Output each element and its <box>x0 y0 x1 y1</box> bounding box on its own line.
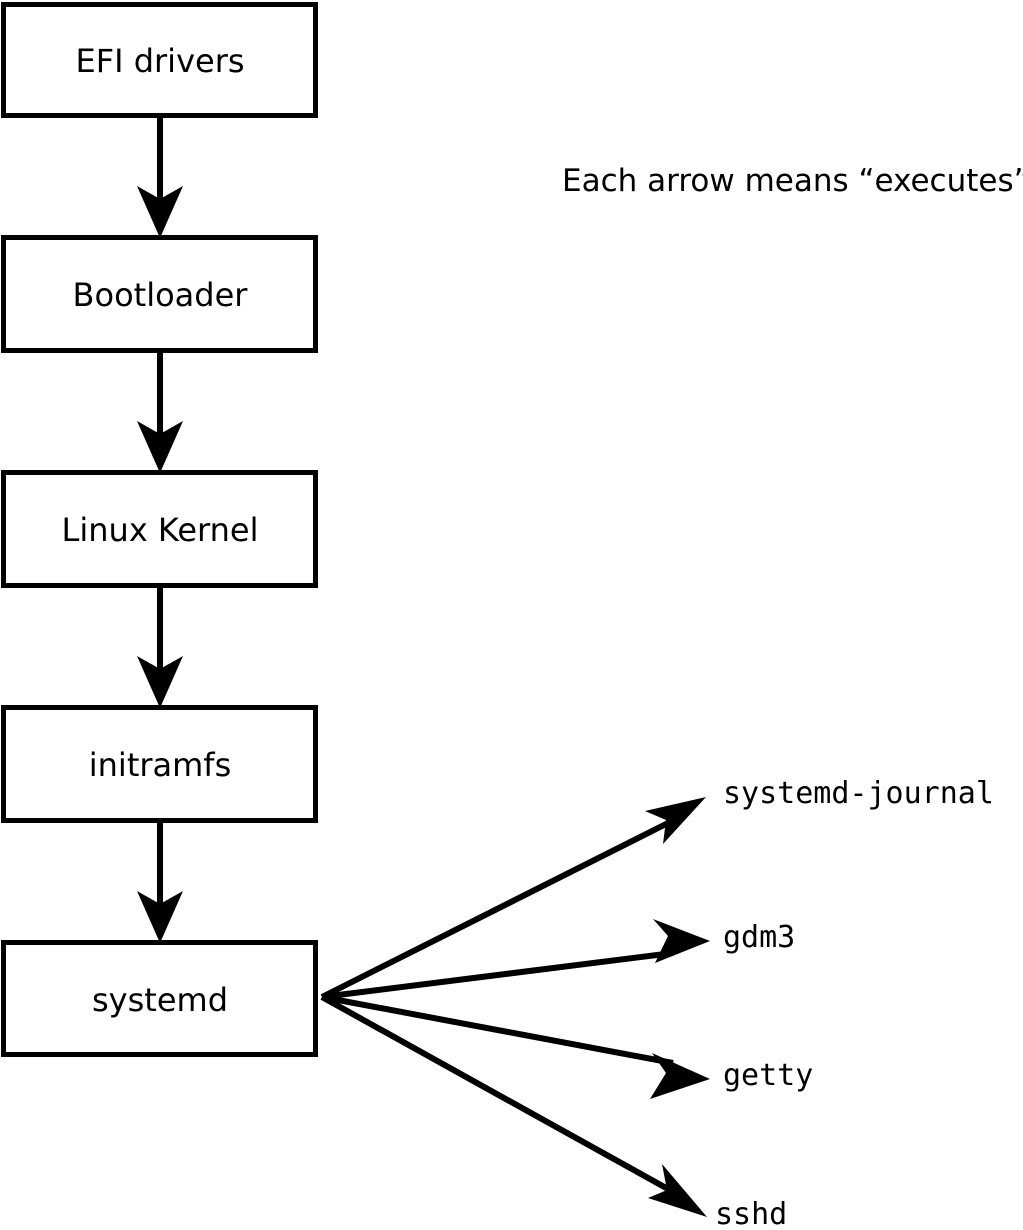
service-label-sshd: sshd <box>715 1197 787 1230</box>
box-linux-kernel-rect <box>1 470 318 588</box>
box-linux-kernel-label: Linux Kernel <box>62 511 259 549</box>
box-initramfs-rect <box>1 705 318 823</box>
service-arrow-sshd <box>320 994 707 1217</box>
service-arrow-gdm3 <box>321 919 710 1000</box>
box-initramfs[interactable]: initramfs <box>1 705 318 823</box>
chain-arrow-bootloader-to-kernel <box>137 353 183 473</box>
box-bootloader-label: Bootloader <box>73 276 249 314</box>
box-efi-drivers[interactable]: EFI drivers <box>1 2 318 118</box>
chain-arrow-initramfs-to-systemd <box>137 823 183 943</box>
box-initramfs-label: initramfs <box>89 746 231 784</box>
service-label-gdm3: gdm3 <box>723 920 795 955</box>
diagram-caption: Each arrow means “executes”. <box>562 163 1023 199</box>
service-arrow-getty <box>321 994 710 1099</box>
service-arrow-systemd-journal <box>320 797 706 1000</box>
box-bootloader[interactable]: Bootloader <box>1 235 318 353</box>
box-linux-kernel[interactable]: Linux Kernel <box>1 470 318 588</box>
service-label-systemd-journal: systemd-journal <box>723 776 994 811</box>
box-systemd-label: systemd <box>92 981 228 1019</box>
service-label-getty: getty <box>723 1058 813 1093</box>
chain-arrow-kernel-to-initramfs <box>137 588 183 708</box>
box-systemd[interactable]: systemd <box>1 940 318 1057</box>
box-efi-drivers-rect <box>1 2 318 118</box>
box-systemd-rect <box>1 940 318 1057</box>
chain-arrow-efi-to-bootloader <box>137 117 183 238</box>
box-efi-drivers-label: EFI drivers <box>75 42 244 80</box>
box-bootloader-rect <box>1 235 318 353</box>
